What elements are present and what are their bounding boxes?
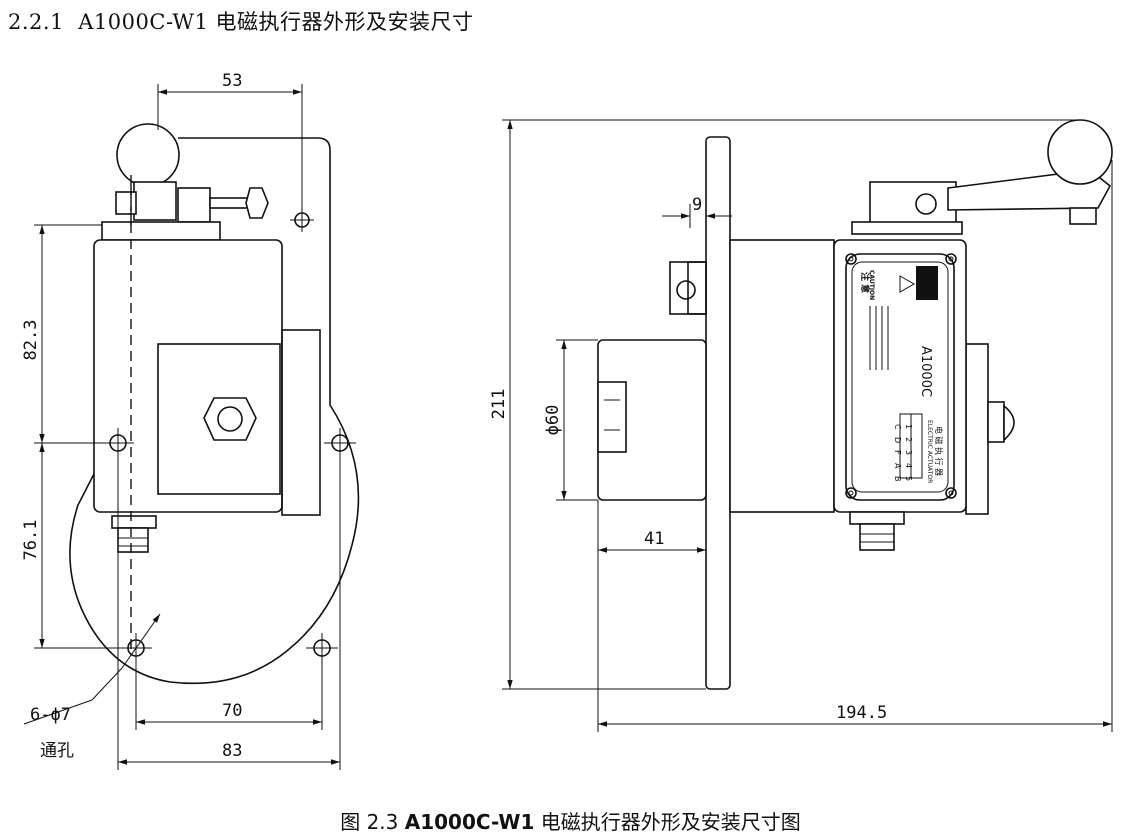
- hole-spec-label: 6-ϕ7: [30, 705, 71, 725]
- bottom-connector: [117, 527, 149, 553]
- nameplate-en-label: ELECTRIC ACTUATOR: [926, 420, 933, 483]
- dim-top-label: 53: [222, 71, 242, 91]
- terminal-4: 4: [904, 463, 913, 468]
- mounting-plate-outline: [69, 137, 360, 685]
- terminal-C: C: [893, 424, 902, 430]
- adjust-hex-nut: [245, 187, 269, 219]
- terminal-D: D: [893, 437, 902, 443]
- screw-icon: [945, 487, 957, 499]
- terminal-F: F: [893, 450, 902, 455]
- screw-icon: [945, 253, 957, 265]
- adjust-nut-base: [177, 187, 211, 223]
- lever-clamp: [133, 181, 177, 221]
- side-view: A1000C 电 磁 执 行 器 ELECTRIC ACTUATOR 注 意 C…: [489, 119, 1113, 732]
- nameplate-model: A1000C: [918, 346, 933, 397]
- mounting-hole-icon: [290, 208, 314, 232]
- caption-model: A1000C-W1: [404, 810, 535, 834]
- hole-leader: [23, 613, 161, 725]
- side-bottom-connector-nut: [849, 511, 905, 525]
- dim-total-length-label: 194.5: [836, 703, 887, 723]
- figure-caption: 图 2.3 A1000C-W1 电磁执行器外形及安装尺寸图: [0, 806, 1141, 835]
- dim-211: [502, 119, 1080, 690]
- dim-flange-label: 9: [692, 195, 702, 215]
- nameplate-inner: [845, 253, 955, 501]
- terminal-1: 1: [904, 424, 913, 429]
- top-clamp-bolt: [915, 193, 937, 215]
- lever-ball: [1047, 119, 1113, 185]
- screw-icon: [845, 487, 857, 499]
- lever-pin: [1069, 207, 1097, 225]
- mounting-hole-icon: [306, 633, 338, 663]
- top-cap-strip: [101, 221, 221, 241]
- technical-drawing: 53 82.3 76.1 6-ϕ7 通孔 70: [21, 71, 1113, 770]
- upper-connector-hole: [676, 280, 696, 300]
- dim-76-1: [34, 443, 120, 649]
- dim-total-height-label: 211: [489, 389, 509, 420]
- cylinder-clip: [597, 381, 627, 453]
- dim-9: [662, 204, 732, 228]
- front-view: 53 82.3 76.1 6-ϕ7 通孔 70: [21, 71, 360, 770]
- dim-82-3: [34, 224, 102, 444]
- dim-body-length-label: 41: [644, 529, 664, 549]
- section-heading: 2.2.1 A1000C-W1 电磁执行器外形及安装尺寸: [8, 10, 474, 34]
- brand-logo-block: [916, 266, 938, 300]
- terminal-5: 5: [904, 476, 913, 481]
- bottom-connector-nut: [111, 515, 157, 529]
- hole-note-label: 通孔: [40, 741, 74, 761]
- dim-lower-height-label: 76.1: [21, 520, 41, 561]
- terminal-2: 2: [904, 437, 913, 442]
- caption-suffix: 电磁执行器外形及安装尺寸图: [534, 810, 801, 834]
- dim-total-width-label: 83: [222, 741, 242, 761]
- lever-knob-ball: [116, 123, 180, 187]
- dim-83: [117, 455, 341, 770]
- housing-right-plate: [965, 343, 989, 515]
- terminal-B: B: [893, 476, 902, 482]
- hex-plug-icon: [203, 397, 257, 441]
- dim-53: [157, 84, 303, 212]
- dim-upper-height-label: 82.3: [21, 320, 41, 361]
- side-hex-nut: [987, 401, 1005, 443]
- nameplate-caution-en: CAUTION: [868, 270, 875, 300]
- side-bracket: [281, 329, 321, 516]
- screw-icon: [845, 253, 857, 265]
- nameplate-content: A1000C 电 磁 执 行 器 ELECTRIC ACTUATOR 注 意 C…: [859, 266, 944, 483]
- mounting-hole-icon: [324, 428, 356, 458]
- clamp-block: [115, 191, 137, 215]
- nameplate-cn-label: 电 磁 执 行 器: [934, 426, 944, 476]
- dim-hole-spacing-label: 70: [222, 701, 242, 721]
- terminal-A: A: [893, 463, 902, 469]
- caption-prefix: 图 2.3: [340, 810, 405, 834]
- dim-194-5: [598, 160, 1113, 732]
- mounting-hole-icon: [102, 428, 134, 458]
- nameplate-caution-cn: 注 意: [859, 272, 871, 293]
- top-clamp-block: [869, 181, 957, 227]
- side-bottom-connector: [859, 523, 895, 551]
- side-dome-cap: [1003, 404, 1015, 442]
- dim-41: [597, 500, 707, 732]
- dim-diameter-label: ϕ60: [543, 405, 563, 436]
- dim-70: [135, 660, 323, 730]
- housing-body: [729, 239, 835, 513]
- terminal-3: 3: [904, 450, 913, 455]
- dim-phi60: [556, 339, 598, 501]
- mounting-flange: [705, 136, 731, 690]
- warning-triangle-icon: [899, 275, 916, 293]
- hex-plug-center: [217, 406, 243, 432]
